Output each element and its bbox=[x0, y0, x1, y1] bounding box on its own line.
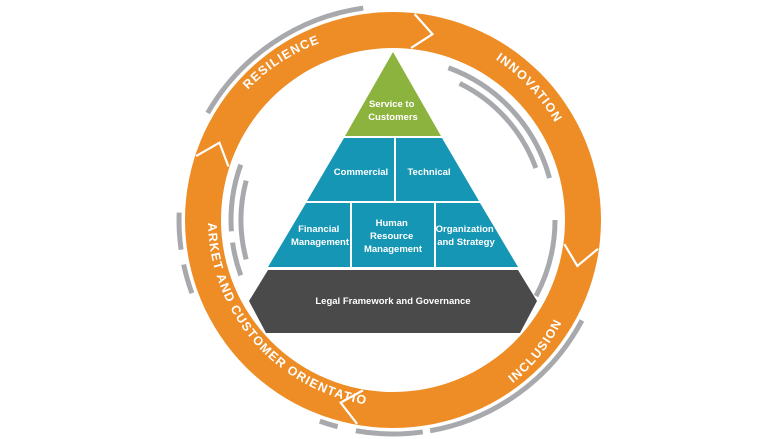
block-human-resource-management bbox=[352, 203, 434, 267]
ring-chevrons bbox=[195, 13, 599, 425]
gray-accent-arc bbox=[447, 65, 552, 179]
block-organization-and-strategy bbox=[436, 203, 518, 267]
pyramid: Service to Customers Commercial Technica… bbox=[249, 52, 537, 335]
gray-accent-arc bbox=[318, 418, 339, 430]
gray-accent-arc bbox=[355, 428, 424, 437]
label-technical: Technical bbox=[407, 167, 450, 178]
block-commercial bbox=[307, 138, 394, 201]
gray-accent-arc bbox=[181, 263, 195, 295]
label-service-to-customers: Service to Customers bbox=[368, 99, 418, 123]
block-legal-framework-and-governance bbox=[249, 270, 537, 333]
block-financial-management bbox=[268, 203, 350, 267]
chevron-arrow-icon bbox=[563, 243, 599, 268]
label-commercial: Commercial bbox=[334, 167, 388, 178]
pyramid-top-service-to-customers bbox=[345, 52, 441, 136]
block-technical bbox=[396, 138, 479, 201]
chevron-arrow-icon bbox=[410, 13, 435, 49]
chevron-arrow-icon bbox=[195, 141, 230, 167]
gray-accent-arc bbox=[458, 81, 539, 169]
gray-accent-arc bbox=[238, 180, 249, 260]
gray-accent-arc bbox=[205, 5, 364, 115]
label-legal-framework: Legal Framework and Governance bbox=[315, 296, 470, 307]
label-human-resource-management: Human Resource Management bbox=[364, 218, 423, 255]
label-financial-management: Financial Management bbox=[291, 224, 350, 248]
decorative-gray-arcs bbox=[176, 5, 585, 437]
gray-accent-arc bbox=[228, 163, 244, 232]
gray-accent-arc bbox=[176, 212, 184, 251]
chevron-arrow-icon bbox=[338, 389, 364, 425]
gray-accent-arc bbox=[230, 242, 244, 277]
label-organization-and-strategy: Organization and Strategy bbox=[436, 224, 497, 248]
gray-accent-arc bbox=[533, 219, 558, 298]
gray-accent-arc bbox=[429, 319, 585, 434]
